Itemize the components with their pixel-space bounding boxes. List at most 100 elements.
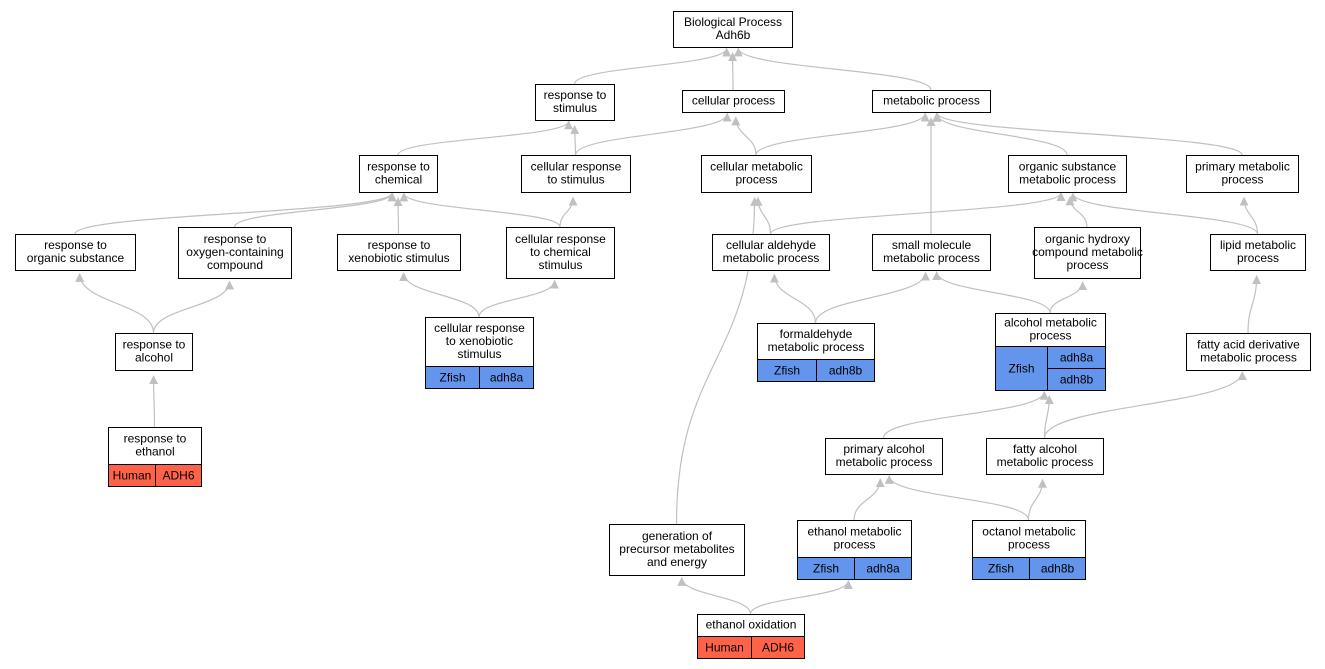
edge-crxeno-to-crchem [478,279,560,318]
node-box [682,90,785,113]
edge-reth-to-ralc [149,375,159,428]
node-box [712,234,830,271]
node-box [825,438,943,475]
gene-label: adh8b [1060,373,1094,387]
node-box [1186,155,1299,193]
node-box [986,438,1104,475]
node-label-line: process [1008,538,1050,552]
edge-ralc-to-rorg [75,272,155,334]
edge-crstim-to-rstim [570,125,580,156]
node-box [535,84,615,121]
gene-label: ADH6 [162,469,194,483]
node-box [1210,234,1306,271]
edge-falc-to-fadm [1043,371,1247,439]
node-box [995,313,1106,347]
node-box [178,227,292,279]
node-label-line: metabolic process [768,340,865,354]
node-label-line: process [1066,258,1108,272]
node-box [701,155,812,193]
node-box [1186,333,1311,371]
edge-cald-to-cmetp [753,196,772,235]
node-label-line: to stimulus [547,173,604,187]
node-label-line: process [735,173,777,187]
node-metp[interactable]: metabolic process [872,90,991,113]
node-cellp[interactable]: cellular process [682,90,785,113]
node-label-line: primary alcohol [843,442,924,456]
node-label-line: response to [124,432,187,446]
node-label-line: xenobiotic stimulus [348,251,449,265]
node-label-line: small molecule [892,238,972,252]
gene-cell [1029,557,1086,580]
node-label-line: response to [123,338,186,352]
node-label-line: oxygen-containing [186,245,283,259]
node-label-line: ethanol [135,445,174,459]
node-label-line: compound [207,258,263,272]
organism-label: Zfish [774,364,800,378]
edge-metp-to-bp [733,47,932,91]
node-label-line: formaldehyde [780,327,853,341]
edge-octm-to-falc [1027,478,1048,521]
node-label-line: response to [44,238,107,252]
node-label-line: process [1029,329,1071,343]
node-box [609,524,745,576]
edge-falc-to-alcm [1043,395,1054,439]
gene-cell [816,359,875,382]
node-label-line: cellular metabolic [710,160,803,174]
node-box [972,520,1086,558]
node-label-line: precursor metabolites [619,542,734,556]
organism-label: Zfish [813,562,839,576]
organism-label: Human [705,641,744,655]
node-label-line: fatty acid derivative [1197,338,1300,352]
edge-palc-to-alcm [882,390,1049,439]
node-label-line: organic substance [27,251,125,265]
organism-cell [995,346,1048,391]
node-label-line: alcohol [135,351,173,365]
edge-osmp-to-metp [932,112,1068,156]
gene-cell [155,464,202,487]
edge-rstim-to-bp [573,47,732,85]
edge-alcm-to-smm [932,271,1051,314]
edge-ethox-to-gpm [677,576,752,615]
node-label-line: generation of [642,529,713,543]
node-label-line: response to [204,232,267,246]
node-box [797,520,912,558]
node-box [872,90,991,113]
edge-form-to-smm [814,271,931,324]
node-label-line: cellular response [531,160,622,174]
node-label-line: metabolic process [836,455,933,469]
edge-crchem-to-crstim [559,196,578,228]
node-box [15,234,136,271]
edge-crstim-to-cellp [574,112,732,156]
edge-ralc-to-roxy [152,280,235,334]
gene-label: adh8a [1060,351,1094,365]
edge-rorg-to-rchem [74,191,397,235]
